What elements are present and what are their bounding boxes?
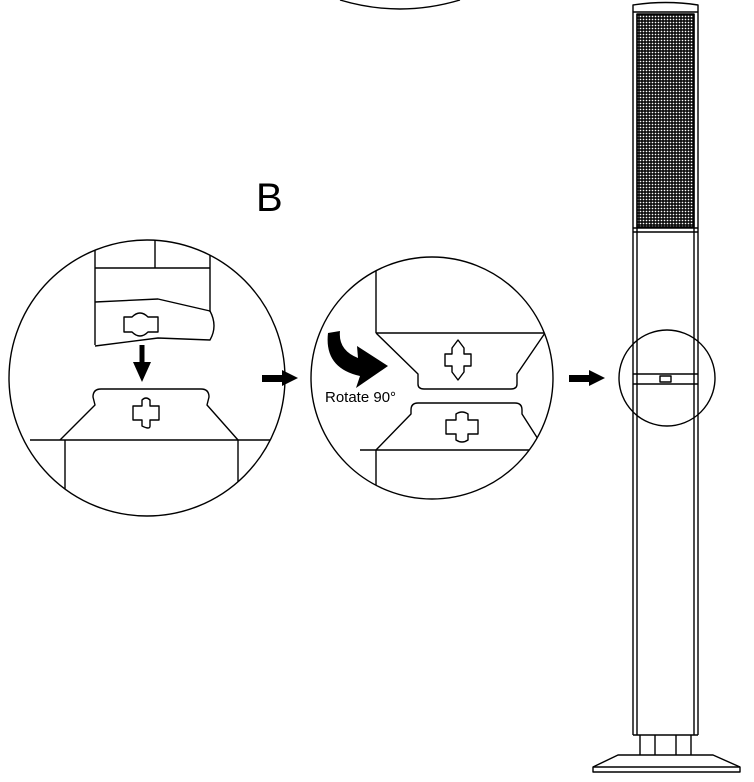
previous-step-circle-edge (339, 0, 461, 10)
detail-circle-middle (310, 256, 554, 500)
bracket-key-slot-icon (132, 397, 160, 429)
step-label: B (256, 176, 283, 220)
down-arrow-icon (133, 362, 151, 382)
joint-highlight-circle (618, 329, 716, 427)
rotated-key-icon (444, 339, 472, 381)
step-arrow-2 (569, 370, 605, 386)
rotate-label: Rotate 90° (325, 389, 397, 406)
slot-key-icon (445, 411, 479, 443)
detail-circle-left (8, 239, 286, 517)
rotate-arrow-icon (327, 331, 388, 388)
speaker-base (592, 754, 741, 773)
speaker-grille (636, 13, 695, 228)
step-arrow-1 (262, 370, 298, 386)
plug-key-icon (123, 312, 159, 337)
tower-speaker (592, 1, 741, 773)
